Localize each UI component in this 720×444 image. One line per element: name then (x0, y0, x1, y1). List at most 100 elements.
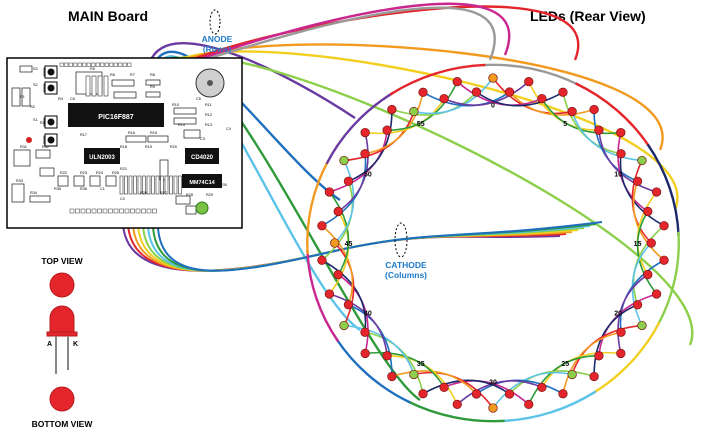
anode-wire (185, 5, 580, 64)
anode-rail (575, 82, 651, 149)
led-number: 5 (563, 121, 567, 128)
driver-label: ULN2003 (89, 155, 115, 161)
board-silkscreen-label: R15 (150, 131, 157, 135)
anode-label: ANODE (202, 34, 233, 44)
led-views: TOP VIEW A K BOTTOM VIEW (32, 256, 94, 429)
led (567, 106, 577, 117)
board-silkscreen-label: R9 (150, 85, 155, 89)
board-silkscreen-label: R19 (145, 145, 152, 149)
anode-pin-label: A (47, 341, 52, 348)
cathode-arc (571, 111, 643, 162)
led (418, 87, 428, 97)
anode-rail (481, 63, 580, 87)
board-component (173, 107, 197, 115)
board-component (105, 175, 117, 187)
resistor (133, 175, 137, 195)
cathode-arc (387, 81, 458, 131)
led-number: 25 (561, 361, 569, 368)
board-component (145, 79, 161, 86)
header-pin (91, 208, 97, 214)
led-number: 15 (634, 241, 642, 248)
board-silkscreen-label: R8 (150, 73, 155, 77)
pushbutton-cap (47, 118, 55, 126)
header-pin (95, 62, 100, 67)
board-silkscreen-label: R29 (206, 193, 213, 197)
led (504, 389, 515, 399)
cathode-callout-ring (394, 222, 408, 258)
led (360, 149, 370, 159)
anode-wire (180, 43, 664, 151)
header-pin (59, 62, 64, 67)
led-number: 45 (345, 241, 353, 248)
board-silkscreen-label: R23 (80, 171, 87, 175)
led (452, 399, 462, 410)
anode-wire (191, 2, 511, 64)
led (360, 348, 370, 359)
board-component (113, 91, 137, 99)
board-component (175, 195, 191, 205)
board-silkscreen-label: R1 (20, 95, 25, 99)
counter-label: CD4020 (191, 155, 214, 161)
resistor (151, 175, 155, 195)
cathode-arc (391, 370, 478, 395)
board-silkscreen-label: R30 (220, 183, 227, 187)
board-silkscreen-label: R22 (60, 171, 67, 175)
counter-chip (185, 148, 219, 164)
board-silkscreen-label: R3 (40, 121, 45, 125)
header-pin (86, 208, 91, 214)
cathode-arc (593, 304, 638, 377)
cathode-arc (343, 324, 415, 375)
board-silkscreen-label: S3 (33, 67, 38, 71)
led (537, 382, 547, 393)
board-silkscreen-label: R27 (160, 191, 167, 195)
anode-rail (591, 321, 661, 395)
cathode-arc (337, 132, 369, 213)
board-silkscreen-label: R4 (58, 97, 63, 101)
board-component (39, 167, 55, 177)
led-number: 0 (491, 102, 495, 109)
cathode-arc (328, 191, 350, 275)
schmitt-label: MM74C14 (189, 180, 215, 186)
led (651, 187, 662, 197)
cathode-arc (321, 259, 367, 333)
anode-rail (306, 250, 340, 343)
led (409, 106, 419, 117)
header-pin (80, 208, 86, 214)
driver-chip (84, 148, 120, 164)
led-number: 50 (364, 172, 372, 179)
board-silkscreen-label: R31 (20, 145, 27, 149)
anode-rail (335, 337, 411, 404)
led (324, 187, 335, 197)
led-number: 10 (614, 172, 622, 179)
resistor (155, 175, 160, 195)
header-pin (122, 62, 127, 67)
cathode-arc (321, 225, 354, 306)
cathode-sublabel: (Columns) (385, 270, 427, 280)
board-component (57, 175, 69, 187)
header-pin (86, 62, 91, 67)
resistor (128, 175, 133, 195)
board-silkscreen-label: R35 (54, 187, 61, 191)
header-pin (91, 62, 96, 67)
board-silkscreen-label: C6 (70, 97, 75, 101)
anode-rail (500, 390, 597, 423)
board-silkscreen-label: R7 (130, 73, 135, 77)
anode-rail (325, 91, 395, 165)
anode-rail (656, 231, 680, 327)
board-silkscreen-label: R13 (205, 123, 212, 127)
board-silkscreen-label: R33 (16, 179, 23, 183)
anode-rail (389, 63, 486, 96)
header-pin (113, 208, 119, 214)
cathode-arc (593, 109, 638, 182)
cathode-arc (413, 77, 494, 115)
cathode-arc (422, 379, 511, 395)
led-number: 20 (614, 310, 622, 317)
led (360, 127, 370, 138)
led-side-body (49, 305, 75, 333)
led (567, 369, 577, 380)
board-component (111, 79, 135, 87)
mcu-chip (68, 103, 164, 127)
cathode-arc (562, 331, 622, 394)
header-pin (69, 208, 75, 214)
